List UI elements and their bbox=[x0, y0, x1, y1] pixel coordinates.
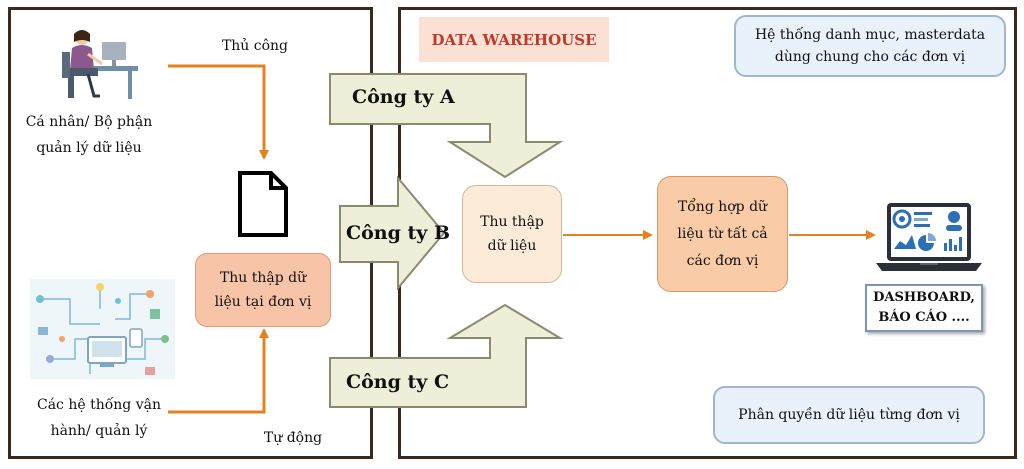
laptop-dashboard-icon bbox=[876, 203, 982, 271]
warehouse-collect-line2: dữ liệu bbox=[487, 238, 537, 254]
aggregate-line2: liệu từ tất cả bbox=[677, 225, 768, 242]
systems-caption-line2: hành/ quản lý bbox=[50, 423, 148, 439]
aggregate-box: Tổng hợp dữ liệu từ tất cả các đơn vị bbox=[657, 176, 788, 292]
person-at-desk-icon bbox=[62, 30, 138, 99]
person-caption: Cá nhân/ Bộ phận quản lý dữ liệu bbox=[14, 109, 164, 161]
data-warehouse-title: DATA WAREHOUSE bbox=[419, 17, 609, 62]
catalog-line1: Hệ thống danh mục, masterdata bbox=[754, 27, 986, 43]
person-caption-line1: Cá nhân/ Bộ phận bbox=[25, 114, 153, 130]
company-b-label: Công ty B bbox=[346, 222, 450, 244]
manual-flow-arrow bbox=[168, 64, 269, 160]
auto-flow-arrow bbox=[168, 328, 269, 414]
company-c-label: Công ty C bbox=[346, 371, 450, 393]
catalog-masterdata-box: Hệ thống danh mục, masterdata dùng chung… bbox=[734, 15, 1006, 77]
unit-collect-line1: Thu thập dữ bbox=[219, 270, 307, 286]
unit-collect-line2: liệu tại đơn vị bbox=[214, 294, 312, 310]
aggregate-line1: Tổng hợp dữ bbox=[677, 198, 768, 215]
person-caption-line2: quản lý dữ liệu bbox=[36, 140, 142, 156]
company-a-label: Công ty A bbox=[352, 86, 455, 108]
auto-label: Tự động bbox=[263, 430, 323, 446]
company-a-arrow bbox=[329, 73, 564, 179]
warehouse-collect-box: Thu thập dữ liệu bbox=[462, 185, 562, 283]
company-c-arrow bbox=[329, 303, 564, 408]
systems-caption: Các hệ thống vận hành/ quản lý bbox=[14, 392, 184, 444]
manual-label: Thủ công bbox=[221, 38, 289, 54]
company-b-arrow bbox=[339, 175, 446, 291]
unit-collect-box: Thu thập dữ liệu tại đơn vị bbox=[195, 253, 331, 327]
document-icon bbox=[238, 171, 288, 237]
systems-network-icon bbox=[30, 279, 175, 379]
warehouse-collect-line1: Thu thập bbox=[480, 214, 544, 230]
catalog-line2: dùng chung cho các đơn vị bbox=[774, 49, 966, 65]
dashboard-line1: DASHBOARD, bbox=[873, 290, 975, 305]
aggregate-line3: các đơn vị bbox=[686, 252, 759, 269]
dashboard-label: DASHBOARD, BÁO CÁO .... bbox=[865, 284, 983, 332]
permission-box: Phân quyền dữ liệu từng đơn vị bbox=[713, 386, 985, 444]
dashboard-line2: BÁO CÁO .... bbox=[878, 310, 970, 325]
systems-caption-line1: Các hệ thống vận bbox=[36, 397, 161, 413]
